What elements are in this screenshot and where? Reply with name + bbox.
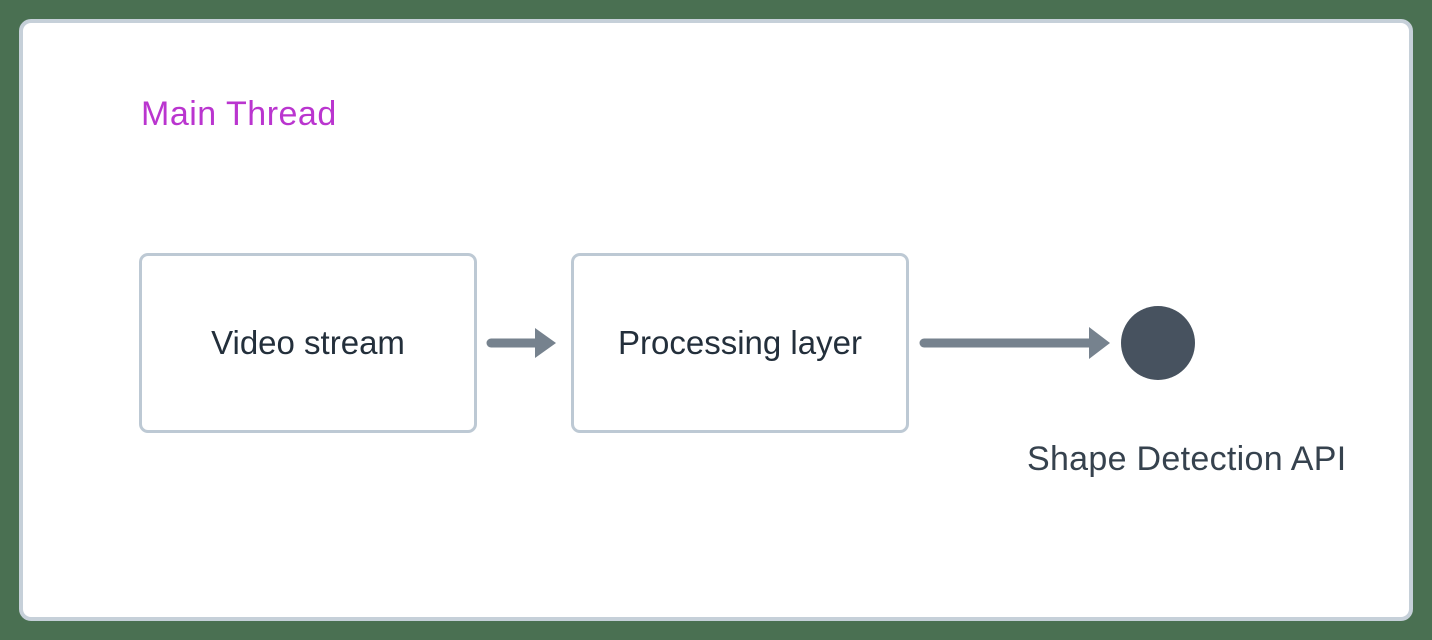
shape-detection-endpoint-circle <box>1121 306 1195 380</box>
main-thread-card: Main Thread Video stream Processing laye… <box>19 19 1413 621</box>
arrow-right-icon <box>481 323 561 363</box>
arrow-right-icon <box>913 323 1113 363</box>
processing-layer-node-label: Processing layer <box>618 324 862 361</box>
shape-detection-api-label: Shape Detection API <box>1027 440 1347 478</box>
processing-layer-node: Processing layer <box>571 253 909 433</box>
main-thread-label: Main Thread <box>141 95 337 133</box>
video-stream-node: Video stream <box>139 253 477 433</box>
video-stream-node-label: Video stream <box>211 324 405 361</box>
